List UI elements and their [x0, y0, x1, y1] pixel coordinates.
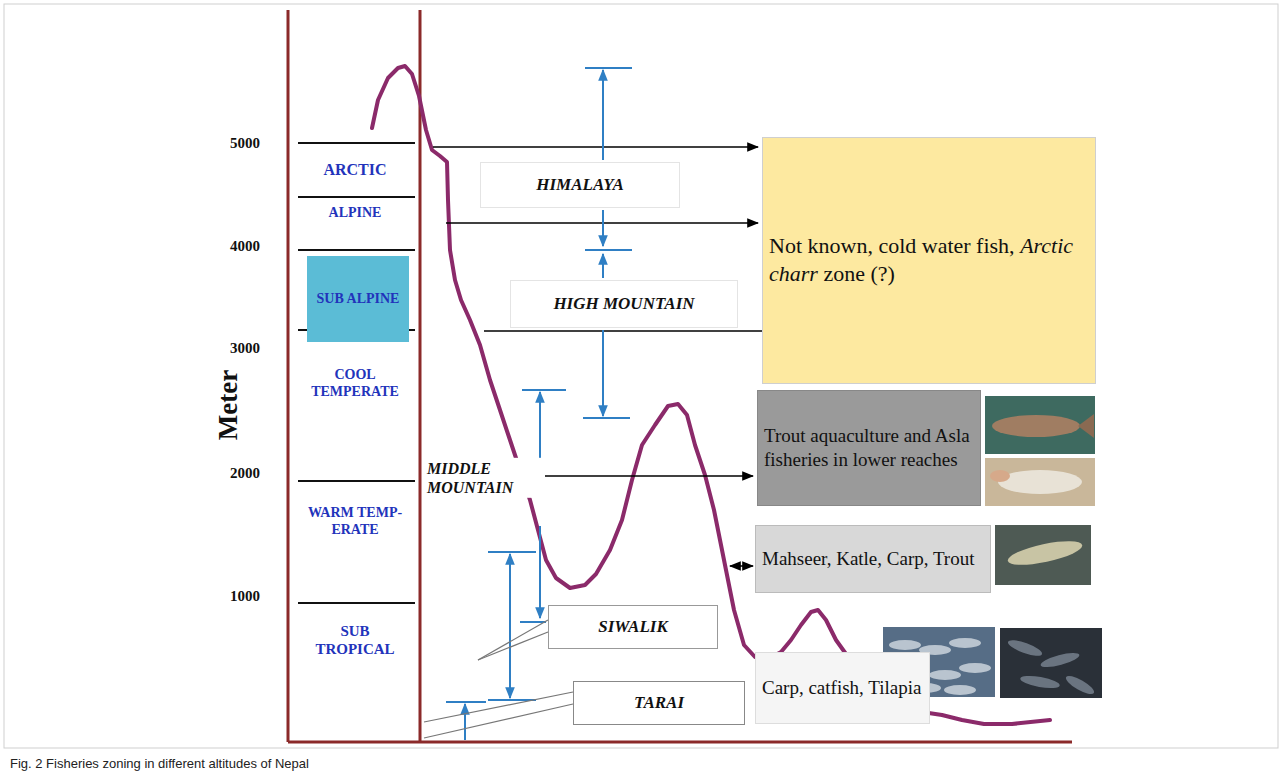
region-box: SIWALIK [548, 605, 718, 649]
zone-label: SUB TROPICAL [310, 622, 400, 658]
tick-label: 5000 [215, 134, 275, 152]
axis-line [288, 741, 1072, 744]
fish-zone-box: Mahseer, Katle, Carp, Trout [755, 525, 991, 593]
zone-label: COOL TEMPERATE [305, 367, 405, 401]
node-text: HIMALAYA [487, 174, 673, 195]
node-text: Carp, catfish, Tilapia [762, 676, 923, 700]
zone-boundaries [298, 143, 415, 603]
tick-label: 2000 [215, 464, 275, 482]
figure-caption: Fig. 2 Fisheries zoning in different alt… [10, 756, 309, 771]
region-box: TARAI [573, 681, 745, 725]
node-text: SUB ALPINE [311, 290, 405, 308]
region-box: HIMALAYA [480, 162, 680, 208]
tick-label: 4000 [215, 237, 275, 255]
tick-label: 1000 [215, 587, 275, 605]
fish-zone-box: Trout aquaculture and Asla fisheries in … [757, 390, 981, 506]
node-text: Trout aquaculture and Asla fisheries in … [764, 424, 974, 472]
tick-label: 3000 [215, 339, 275, 357]
region-label: MIDDLE MOUNTAIN [425, 458, 545, 498]
node-text: zone (?) [823, 261, 894, 286]
node-text: HIGH MOUNTAIN [517, 293, 731, 314]
zone-label: WARM TEMP-ERATE [305, 505, 405, 539]
node-text: Not known, cold water fish, [769, 233, 1015, 258]
axis-title: Meter [212, 370, 244, 440]
node-text: TARAI [580, 692, 738, 713]
region-box: HIGH MOUNTAIN [510, 280, 738, 328]
node-text: Mahseer, Katle, Carp, Trout [762, 547, 984, 571]
zone-label: ALPINE [300, 205, 410, 222]
fish-zone-box: Not known, cold water fish,Arctic charrz… [762, 137, 1096, 384]
node-text: SIWALIK [555, 616, 711, 637]
leader-arrows [433, 147, 780, 566]
zone-band: SUB ALPINE [307, 256, 409, 342]
figure-frame [4, 4, 1278, 748]
zone-label: ARCTIC [300, 160, 410, 179]
axis-line [287, 10, 290, 742]
axis-line [419, 10, 422, 742]
fish-zone-box: Carp, catfish, Tilapia [755, 652, 930, 724]
